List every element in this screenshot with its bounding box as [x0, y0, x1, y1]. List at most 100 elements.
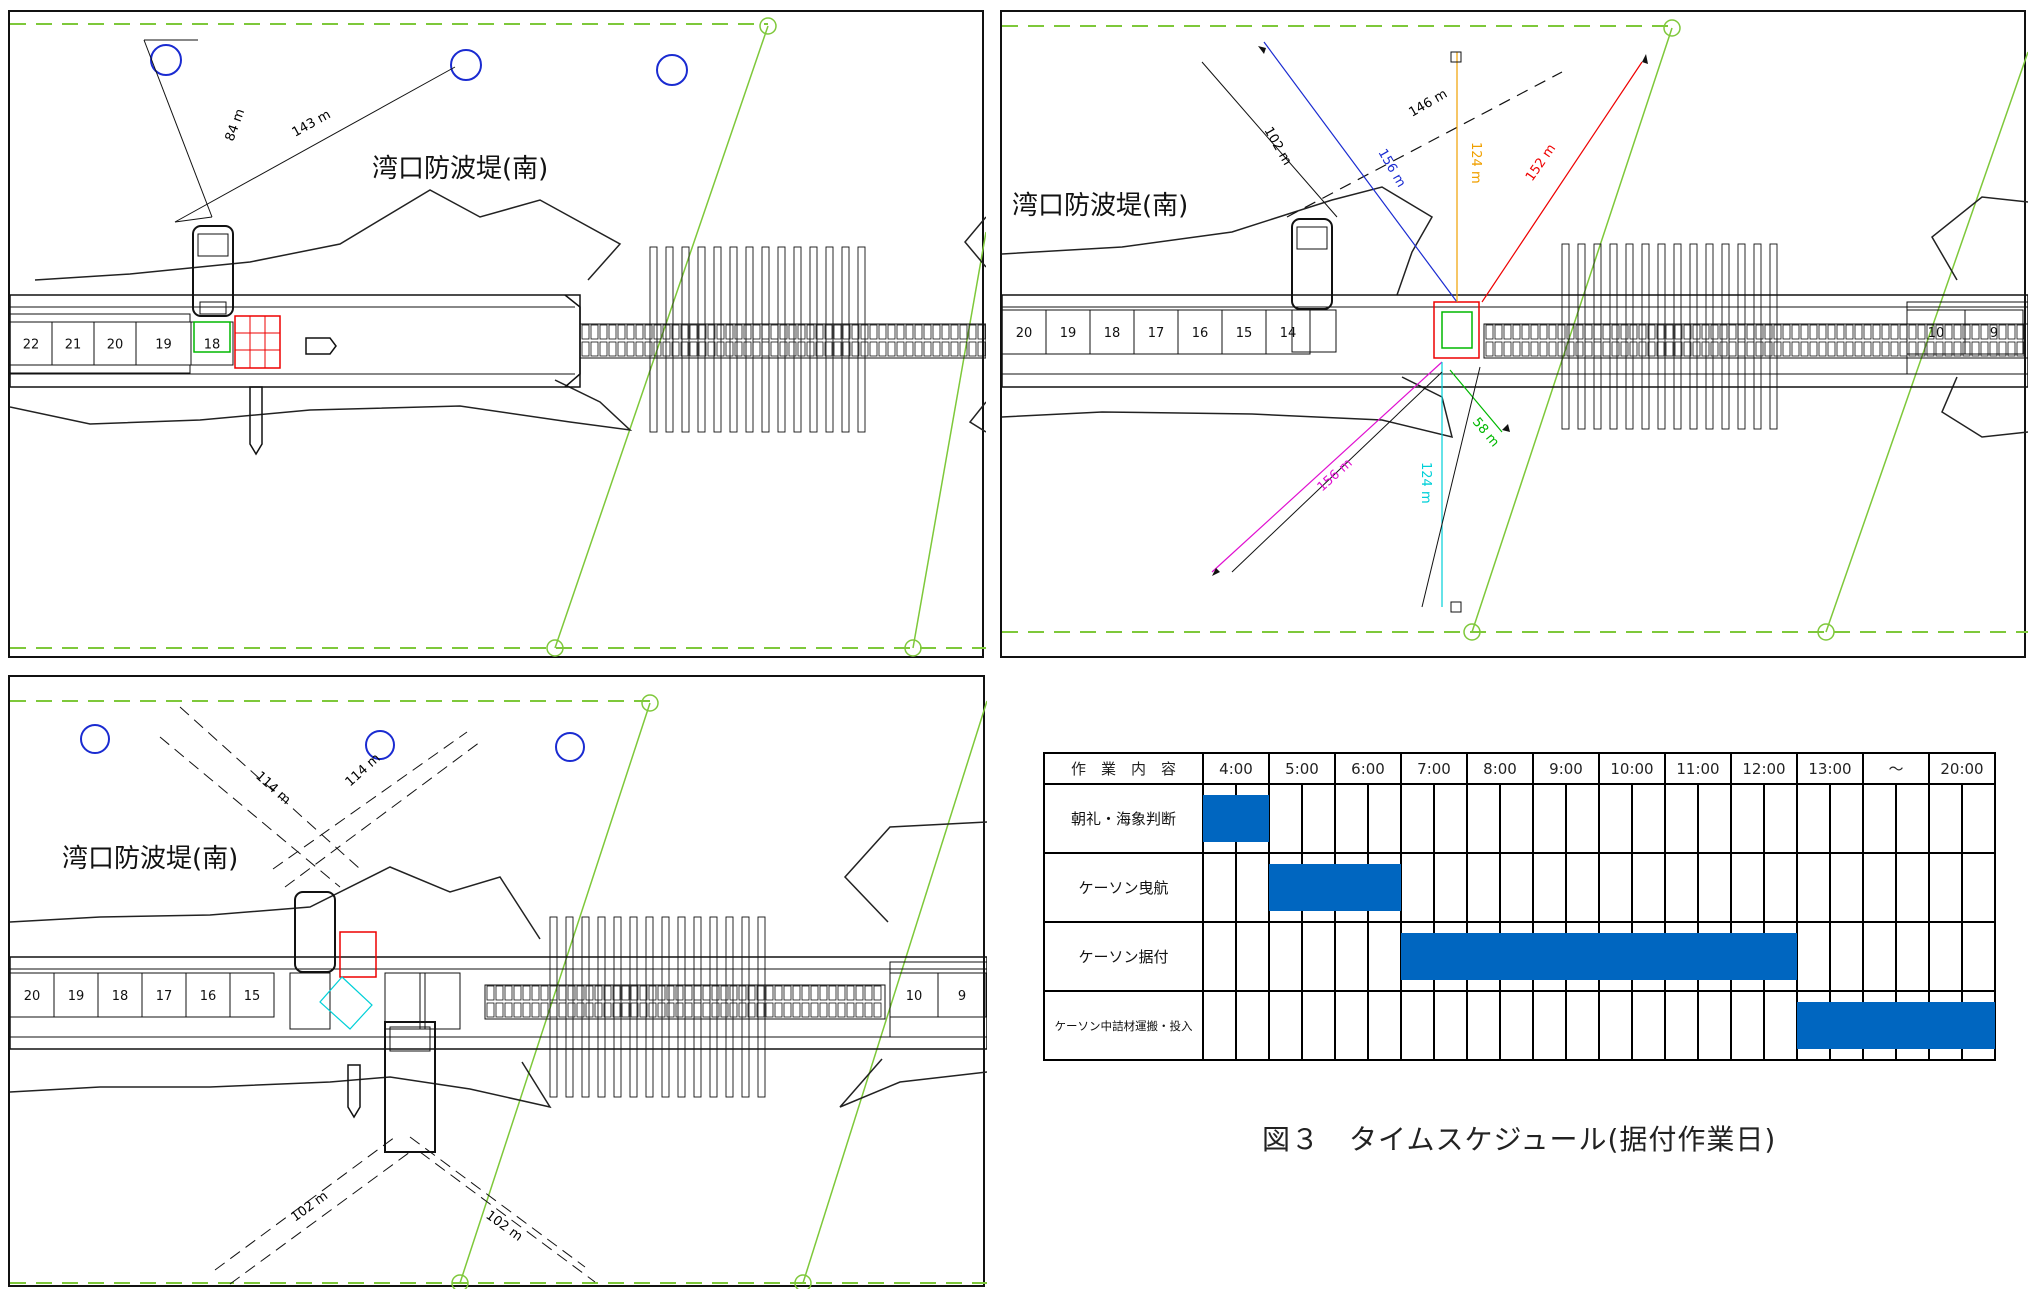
buoy-icon [80, 724, 110, 754]
time-slot [1730, 990, 1765, 1061]
caisson-number: 10 [906, 989, 923, 1004]
time-slot [1235, 852, 1270, 923]
time-slot [1466, 921, 1501, 992]
time-slot [1367, 783, 1402, 854]
time-slot [1499, 990, 1534, 1061]
time-slot [1829, 921, 1864, 992]
time-slot [1466, 990, 1501, 1061]
time-slot [1796, 921, 1831, 992]
task-label: 朝礼・海象判断 [1043, 783, 1204, 854]
time-slot [1433, 990, 1468, 1061]
time-slot [1697, 852, 1732, 923]
time-slot [1301, 921, 1336, 992]
time-slot [1664, 921, 1699, 992]
time-header: 5:00 [1268, 752, 1336, 785]
time-header: 6:00 [1334, 752, 1402, 785]
caisson-number: 17 [1148, 326, 1165, 341]
time-slot [1862, 990, 1897, 1061]
time-slot [1268, 852, 1303, 923]
time-slot [1928, 921, 1963, 992]
time-slot [1268, 783, 1303, 854]
time-header: 13:00 [1796, 752, 1864, 785]
time-slot [1697, 990, 1732, 1061]
time-slot [1367, 921, 1402, 992]
time-slot [1763, 921, 1798, 992]
floating-array [649, 246, 866, 433]
caisson-number: 19 [155, 338, 172, 353]
tug-boat-icon [347, 1064, 361, 1119]
measure-label: 102 m [1261, 125, 1295, 169]
schedule-bar [1566, 933, 1599, 980]
time-slot [1796, 990, 1831, 1061]
time-slot [1499, 783, 1534, 854]
measure-label: 152 m [1523, 142, 1559, 185]
time-slot [1961, 852, 1996, 923]
caisson-number: 14 [1280, 326, 1297, 341]
time-slot [1202, 921, 1237, 992]
walkway-pattern [581, 324, 986, 357]
schedule-row: ケーソン据付 [1043, 921, 1996, 992]
time-slot [1400, 921, 1435, 992]
time-slot [1202, 783, 1237, 854]
schedule-bar [1269, 864, 1302, 911]
measure-label: 124 m [1418, 462, 1433, 504]
schedule-bar [1500, 933, 1533, 980]
walkway-pattern [1485, 324, 2025, 357]
crane-barge-icon [1291, 218, 1333, 310]
caisson-number: 9 [958, 989, 966, 1004]
tug-boat-icon [249, 386, 263, 456]
floating-array [549, 916, 766, 1098]
time-slot [1763, 783, 1798, 854]
measure-label: 58 m [1469, 415, 1502, 450]
time-slot [1466, 783, 1501, 854]
time-header: 20:00 [1928, 752, 1996, 785]
buoy-icon [450, 49, 482, 81]
caisson-number: 17 [156, 989, 173, 1004]
schedule-bar [1302, 864, 1335, 911]
time-header: 10:00 [1598, 752, 1666, 785]
measure-label: 143 m [290, 107, 334, 140]
schedule-bar [1962, 1002, 1995, 1049]
caisson-number: 9 [1990, 326, 1998, 341]
header-task: 作 業 内 容 [1043, 752, 1204, 785]
harbor-breakwater-label: 湾口防波堤(南) [62, 844, 238, 874]
schedule-bar [1599, 933, 1632, 980]
time-slot [1961, 990, 1996, 1061]
time-header: 9:00 [1532, 752, 1600, 785]
time-slot [1664, 783, 1699, 854]
schedule-row: ケーソン曳航 [1043, 852, 1996, 923]
schedule-bar [1929, 1002, 1962, 1049]
schedule-bar [1797, 1002, 1830, 1049]
measure-label: 156 m [1315, 456, 1356, 495]
schedule-bar [1401, 933, 1434, 980]
time-slot [1730, 921, 1765, 992]
schedule-bar [1830, 1002, 1863, 1049]
crane-barge-icon [294, 891, 336, 973]
caisson-number: 20 [1016, 326, 1033, 341]
schedule-bar [1632, 933, 1665, 980]
time-slot [1895, 783, 1930, 854]
caisson-number: 19 [68, 989, 85, 1004]
crane-barge-icon [384, 1021, 436, 1153]
time-slot [1367, 852, 1402, 923]
time-slot [1961, 783, 1996, 854]
time-header: 7:00 [1400, 752, 1468, 785]
buoy-icon [656, 54, 688, 86]
schedule-bar [1764, 933, 1797, 980]
caisson-number: 18 [1104, 326, 1121, 341]
time-slot [1235, 921, 1270, 992]
measure-label: 114 m [343, 751, 384, 790]
buoy-icon [365, 730, 395, 760]
measure-label: 84 m [223, 107, 248, 143]
figure-caption: 図３ タイムスケジュール(据付作業日) [1262, 1123, 1777, 1156]
time-slot [1928, 783, 1963, 854]
schedule-bar [1368, 864, 1401, 911]
time-slot [1565, 921, 1600, 992]
schedule-bar [1203, 795, 1236, 842]
